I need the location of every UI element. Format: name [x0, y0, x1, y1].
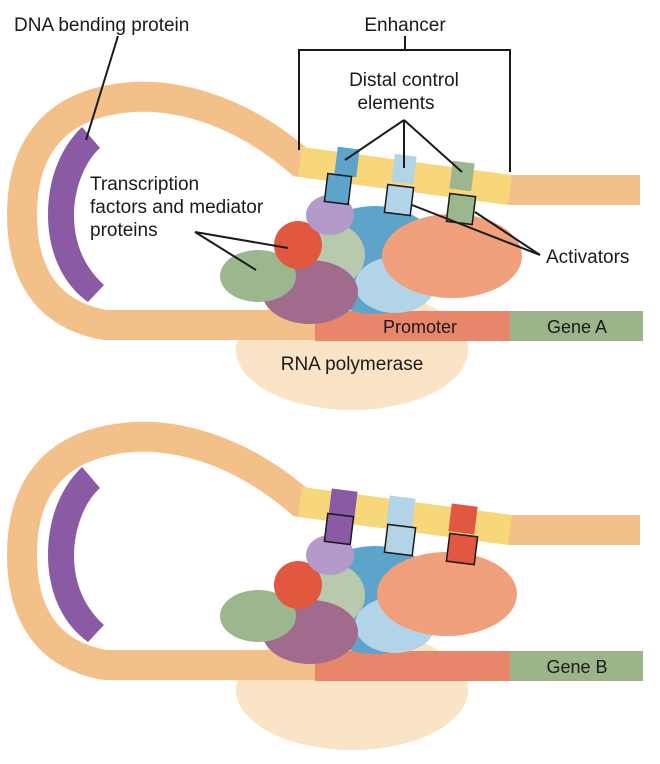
red-protein-a: [274, 221, 322, 269]
distal-element-blue-a: [334, 146, 360, 178]
distal-element-lightblue-a: [391, 153, 417, 185]
activator-salmon-a: [382, 214, 522, 298]
dna-bending-pointer: [85, 35, 119, 141]
activator-connector-blue-a: [323, 172, 353, 206]
distal-element-purple-b: [328, 488, 358, 520]
rna-polymerase-label: RNA polymerase: [281, 354, 424, 375]
activator-pointer-1: [411, 204, 541, 256]
distal-pointer-3: [403, 119, 463, 173]
green-protein-a: [220, 250, 296, 302]
distal-control-label-1: Distal control: [349, 70, 459, 91]
distal-element-green-a: [449, 160, 475, 192]
enhancer-bracket: [298, 36, 511, 172]
red-protein-b: [274, 561, 322, 609]
distal-element-red-b: [448, 503, 478, 535]
dna-bending-protein-b: [48, 467, 104, 642]
promoter-label: Promoter: [383, 317, 457, 337]
activator-connector-purple-b: [323, 512, 355, 546]
gene-b-box: [510, 651, 643, 681]
gene-a-box: [510, 311, 643, 341]
tf-label-3: proteins: [90, 220, 158, 241]
enhancer-label: Enhancer: [364, 15, 446, 36]
activator-salmon-b: [377, 552, 517, 636]
activator-connector-lightblue-a: [383, 183, 415, 217]
tf-pointer-1: [194, 231, 289, 249]
distal-element-lightblue-b: [386, 495, 416, 527]
lavender-protein-a: [306, 195, 354, 235]
panel-gene-a: DNA bending protein Enhancer Distal cont…: [6, 15, 643, 410]
activator-connector-lightblue-b: [383, 523, 417, 557]
green-protein-b: [220, 590, 296, 642]
promoter-box: [315, 311, 510, 341]
tf-label-2: factors and mediator: [90, 197, 264, 218]
dna-bending-protein-label: DNA bending protein: [14, 15, 189, 36]
dna-strand-b: [6, 421, 640, 680]
activators-label: Activators: [546, 247, 629, 268]
tf-pointer-2: [194, 231, 257, 271]
distal-control-label-2: elements: [357, 93, 434, 114]
lavender-protein-b: [306, 535, 354, 575]
panel-gene-b: Gene B: [6, 421, 643, 750]
tf-label-1: Transcription: [90, 174, 199, 195]
promoter-box-b: [315, 651, 510, 681]
dna-bending-protein-a: [48, 127, 104, 302]
gene-a-label: Gene A: [547, 317, 607, 337]
activator-pointer-2: [474, 211, 541, 256]
dna-strand-a: [6, 81, 640, 340]
distal-pointer-1: [344, 119, 405, 161]
activator-connector-red-b: [445, 532, 479, 566]
gene-b-label: Gene B: [546, 657, 607, 677]
